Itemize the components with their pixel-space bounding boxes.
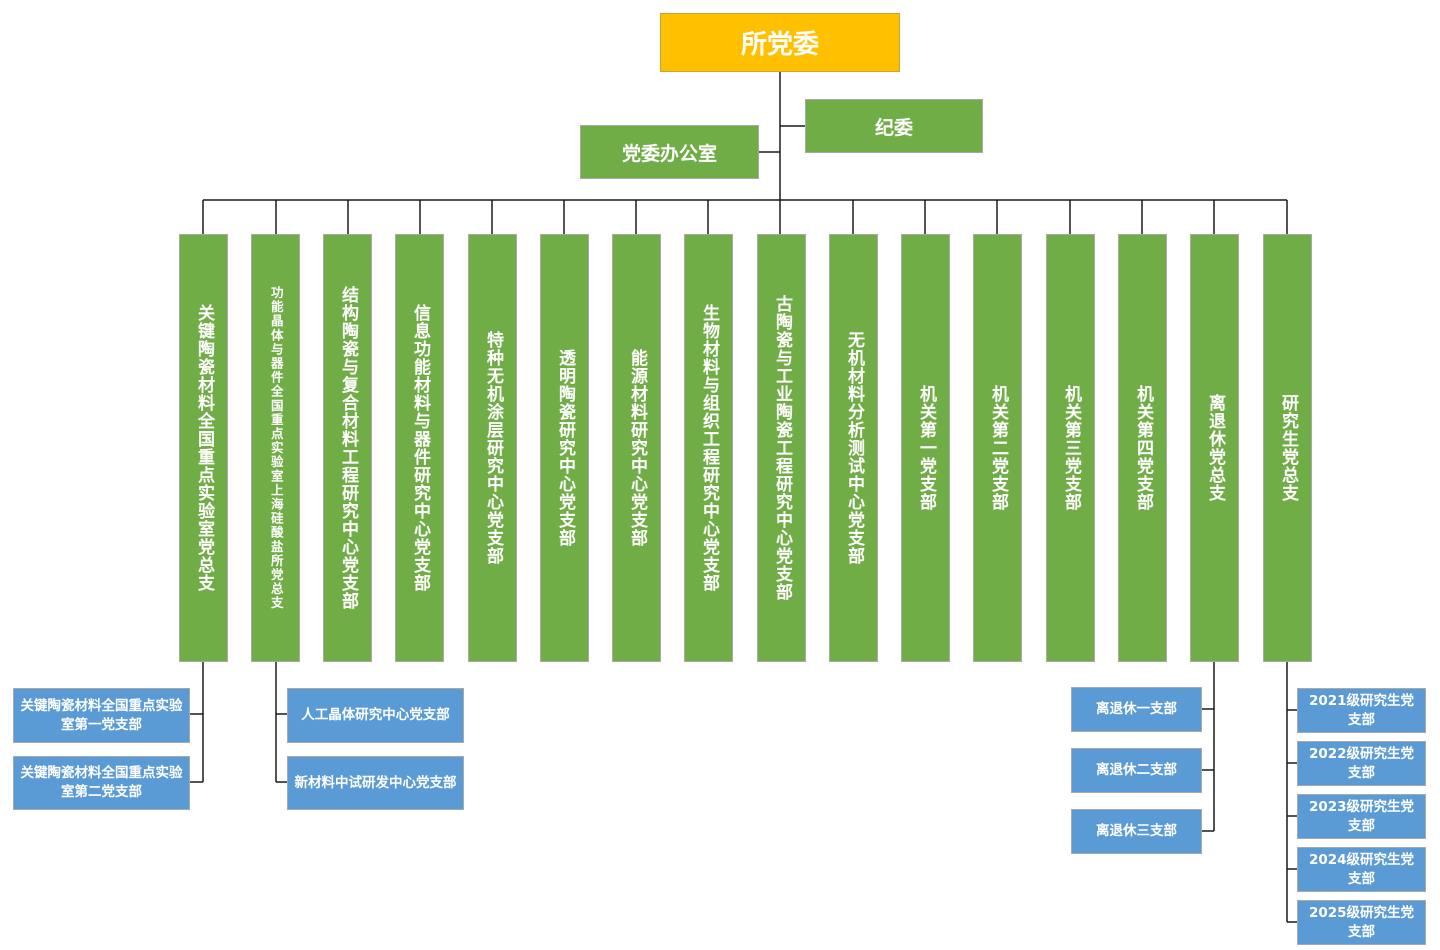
sub-retired-3: 离退休三支部 bbox=[1071, 809, 1202, 854]
branch-energy-materials: 能源材料研究中心党支部 bbox=[612, 234, 661, 662]
branch-structural-ceramics: 结构陶瓷与复合材料工程研究中心党支部 bbox=[323, 234, 372, 662]
sub-grad-2022: 2022级研究生党支部 bbox=[1297, 741, 1426, 786]
sub-key-lab-1: 关键陶瓷材料全国重点实验室第一党支部 bbox=[13, 688, 190, 743]
sub-grad-2023: 2023级研究生党支部 bbox=[1297, 794, 1426, 839]
office-node: 党委办公室 bbox=[580, 125, 759, 179]
root-node: 所党委 bbox=[660, 13, 900, 72]
branch-admin-2: 机关第二党支部 bbox=[973, 234, 1022, 662]
sub-grad-2025: 2025级研究生党支部 bbox=[1297, 900, 1426, 945]
branch-graduate: 研究生党总支 bbox=[1263, 234, 1312, 662]
branch-biomaterials: 生物材料与组织工程研究中心党支部 bbox=[684, 234, 733, 662]
branch-transparent-ceramics: 透明陶瓷研究中心党支部 bbox=[540, 234, 589, 662]
sub-crystal-1: 人工晶体研究中心党支部 bbox=[287, 688, 464, 743]
sub-retired-2: 离退休二支部 bbox=[1071, 748, 1202, 793]
branch-key-lab: 关键陶瓷材料全国重点实验室党总支 bbox=[179, 234, 228, 662]
branch-retired: 离退休党总支 bbox=[1190, 234, 1239, 662]
sub-grad-2024: 2024级研究生党支部 bbox=[1297, 847, 1426, 892]
branch-admin-1: 机关第一党支部 bbox=[901, 234, 950, 662]
branch-admin-4: 机关第四党支部 bbox=[1118, 234, 1167, 662]
sub-retired-1: 离退休一支部 bbox=[1071, 687, 1202, 732]
branch-analysis-center: 无机材料分析测试中心党支部 bbox=[829, 234, 878, 662]
sub-grad-2021: 2021级研究生党支部 bbox=[1297, 688, 1426, 733]
branch-ancient-ceramics: 古陶瓷与工业陶瓷工程研究中心党支部 bbox=[757, 234, 806, 662]
branch-admin-3: 机关第三党支部 bbox=[1046, 234, 1095, 662]
branch-crystal-lab: 功能晶体与器件全国重点实验室上海硅酸盐所党总支 bbox=[251, 234, 300, 662]
jiwei-node: 纪委 bbox=[805, 99, 983, 153]
sub-key-lab-2: 关键陶瓷材料全国重点实验室第二党支部 bbox=[13, 756, 190, 810]
branch-coatings: 特种无机涂层研究中心党支部 bbox=[468, 234, 517, 662]
sub-crystal-2: 新材料中试研发中心党支部 bbox=[287, 756, 464, 810]
branch-info-materials: 信息功能材料与器件研究中心党支部 bbox=[395, 234, 444, 662]
